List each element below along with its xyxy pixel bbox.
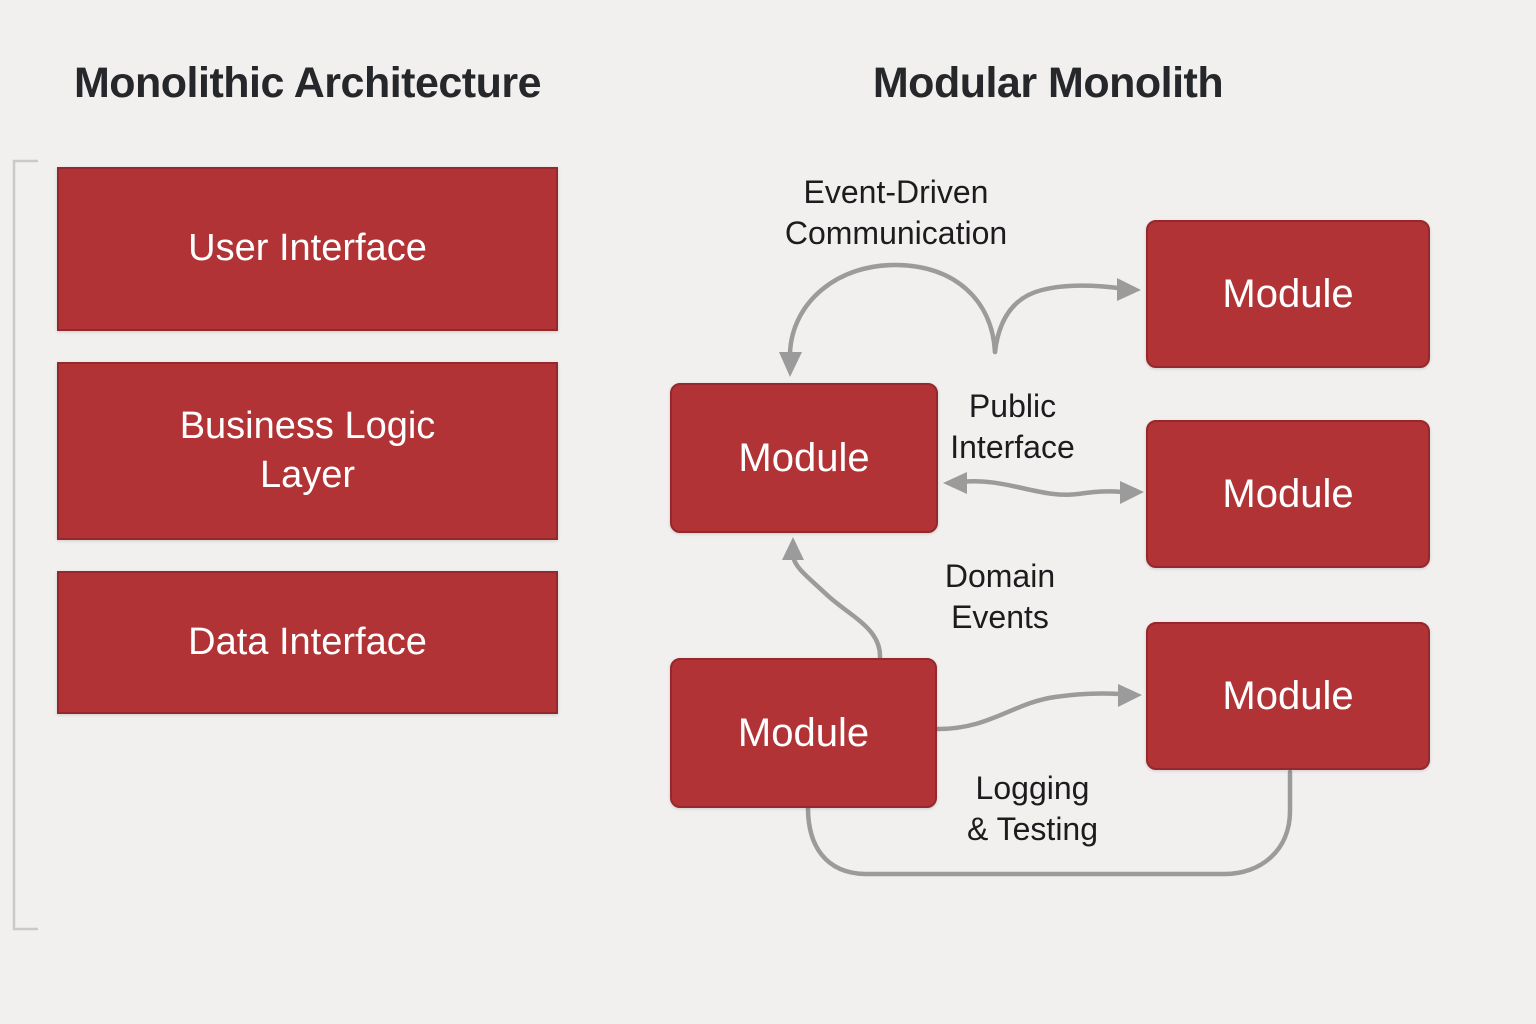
module-label: Module <box>1222 271 1354 316</box>
event-driven-arrow-to-top-right-module <box>992 283 1121 355</box>
layer-box-business-logic: Business Logic Layer <box>57 362 558 540</box>
annotation-logging-testing: Logging & Testing <box>966 770 1099 847</box>
module-label: Module <box>1222 471 1354 516</box>
module-label: Module <box>738 435 870 480</box>
domain-events-arrow <box>790 553 883 660</box>
layer-box-data-interface: Data Interface <box>57 571 558 714</box>
right-arrowhead-icon <box>1117 278 1141 301</box>
module-box-bottom-right: Module <box>1146 622 1430 770</box>
public-interface-double-arrow <box>959 479 1125 497</box>
down-arrowhead-icon <box>779 352 802 377</box>
up-arrowhead-icon <box>782 537 804 560</box>
bottom-modules-arrow <box>935 691 1123 732</box>
annotation-domain-events: Domain Events <box>944 558 1056 635</box>
module-box-mid-right: Module <box>1146 420 1430 568</box>
layer-label: User Interface <box>188 227 427 270</box>
left-arrowhead-icon <box>943 472 967 494</box>
event-driven-arrow-to-center-module <box>787 262 998 356</box>
annotation-event-driven-communication: Event-Driven Communication <box>784 174 1008 251</box>
layer-label: Data Interface <box>188 620 427 663</box>
module-box-bottom-left: Module <box>670 658 937 808</box>
right-arrowhead-icon <box>1118 684 1142 707</box>
module-label: Module <box>737 710 870 755</box>
right-panel-title: Modular Monolith <box>872 59 1224 107</box>
left-panel-title: Monolithic Architecture <box>73 59 542 107</box>
layer-label: Business Logic Layer <box>179 404 436 496</box>
annotation-public-interface: Public Interface <box>950 388 1075 465</box>
left-bracket <box>12 159 38 931</box>
module-label: Module <box>1222 673 1354 718</box>
layer-box-user-interface: User Interface <box>57 167 558 331</box>
module-box-top-right: Module <box>1146 220 1430 368</box>
module-box-center: Module <box>670 383 938 533</box>
right-arrowhead-icon <box>1120 481 1144 504</box>
